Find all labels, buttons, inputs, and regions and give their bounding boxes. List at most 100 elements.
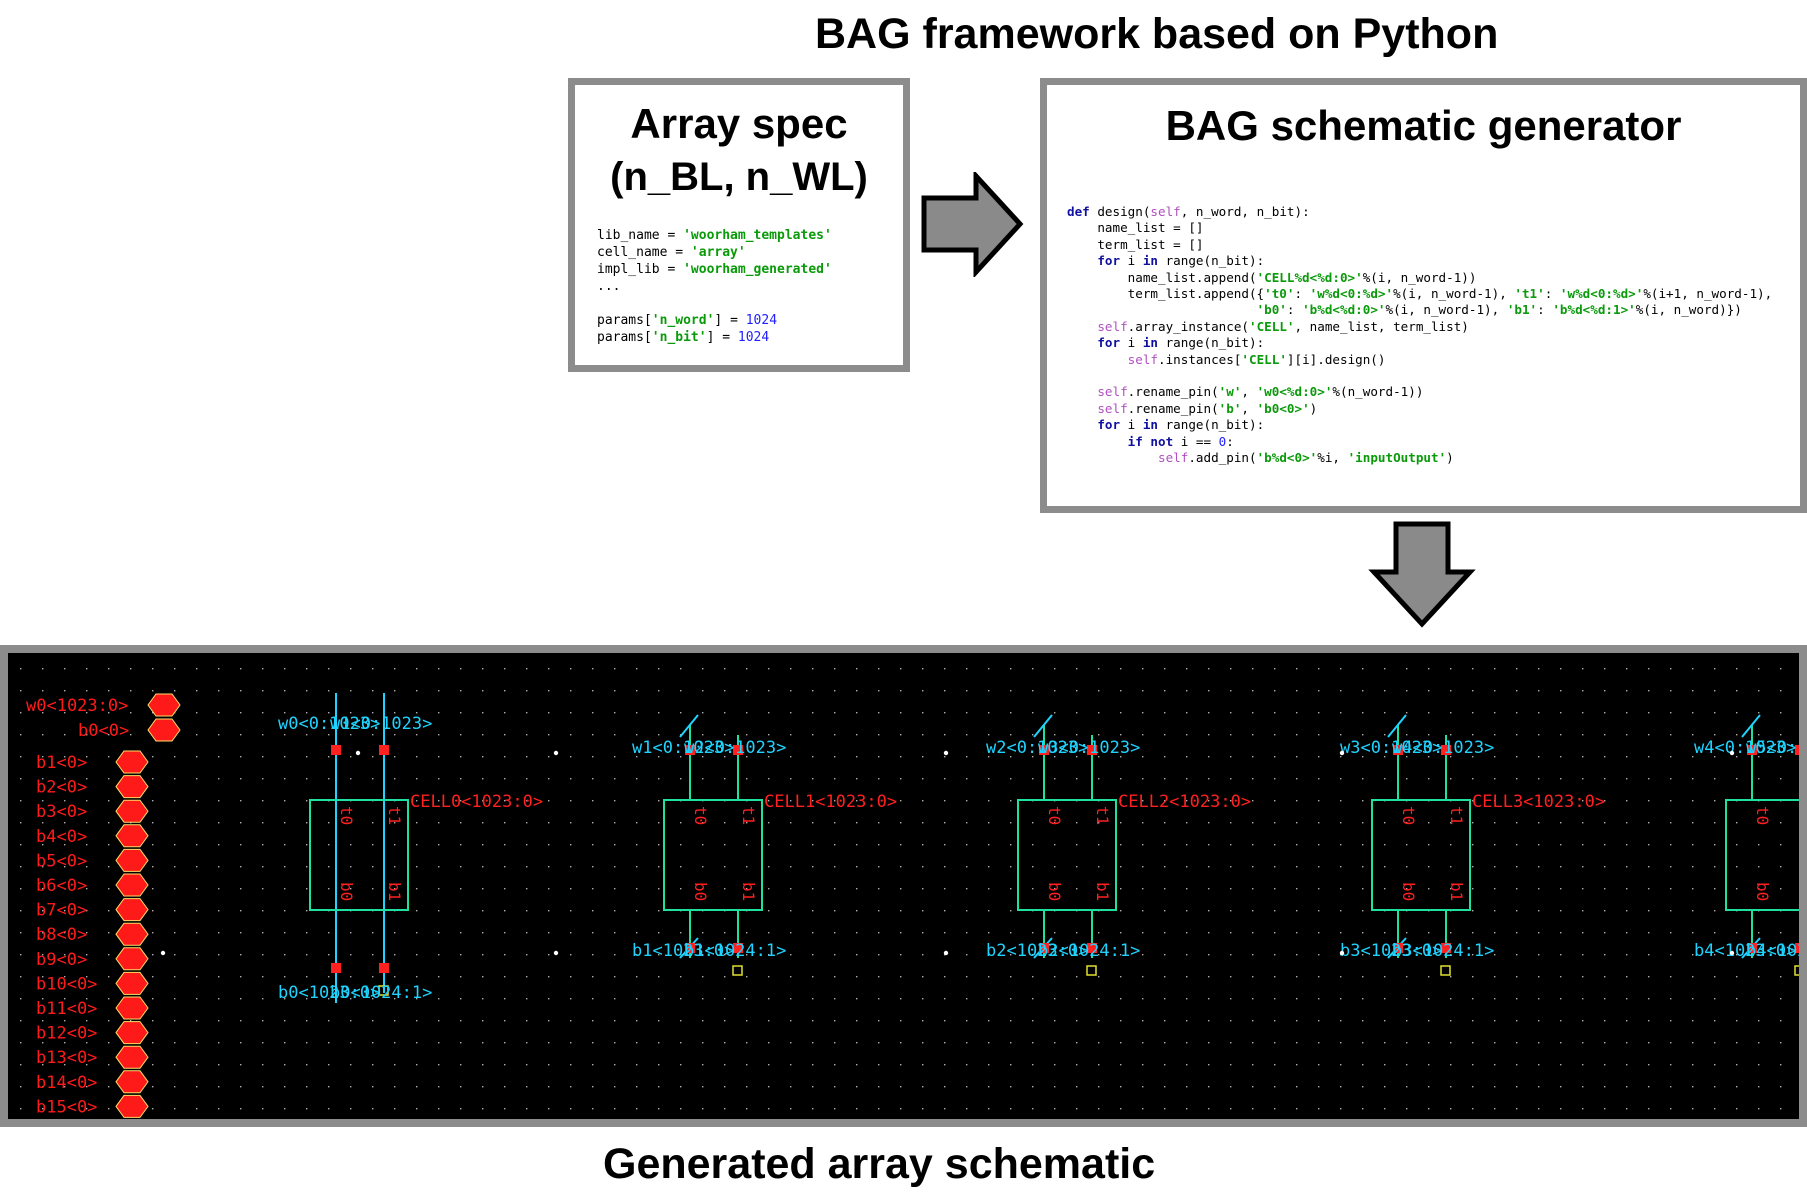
grid-dot (20, 668, 22, 670)
grid-dot (1626, 844, 1628, 846)
pin-label: b10<0> (36, 974, 97, 994)
grid-dot (900, 998, 902, 1000)
grid-dot (460, 668, 462, 670)
connection-point (379, 745, 389, 755)
terminal-label: t0 (1045, 806, 1064, 825)
terminal-marker (378, 985, 389, 996)
grid-dot (1076, 866, 1078, 868)
grid-dot (1076, 756, 1078, 758)
grid-dot (240, 800, 242, 802)
grid-dot (1626, 1020, 1628, 1022)
grid-dot (1670, 866, 1672, 868)
grid-dot (1736, 1064, 1738, 1066)
net-wire (1033, 714, 1053, 738)
grid-dot (680, 1042, 682, 1044)
grid-dot (152, 1042, 154, 1044)
grid-dot (680, 1020, 682, 1022)
grid-dot (1450, 822, 1452, 824)
grid-dot (724, 844, 726, 846)
grid-dot (1340, 1086, 1342, 1088)
grid-dot (1736, 822, 1738, 824)
pin-label: b0<0> (78, 721, 129, 741)
grid-dot (702, 1020, 704, 1022)
grid-dot (218, 1042, 220, 1044)
grid-dot (922, 778, 924, 780)
grid-dot (1538, 1020, 1540, 1022)
grid-dot (1032, 1108, 1034, 1110)
grid-dot (1340, 778, 1342, 780)
connection-point (1039, 943, 1049, 953)
grid-dot (20, 1064, 22, 1066)
grid-dot (1296, 712, 1298, 714)
pin-label: b15<0> (36, 1097, 97, 1117)
grid-dot (1626, 734, 1628, 736)
grid-dot (306, 976, 308, 978)
grid-dot (1296, 1064, 1298, 1066)
grid-dot (526, 888, 528, 890)
grid-dot (790, 866, 792, 868)
grid-dot (1648, 1086, 1650, 1088)
grid-dot (1318, 976, 1320, 978)
grid-dot (284, 1020, 286, 1022)
grid-dot (614, 1020, 616, 1022)
grid-dot (240, 668, 242, 670)
grid-dot (1648, 954, 1650, 956)
grid-dot (658, 1108, 660, 1110)
grid-dot (438, 866, 440, 868)
grid-dot (1054, 734, 1056, 736)
net-label: b2<1023:0> (986, 941, 1088, 961)
grid-dot (614, 1108, 616, 1110)
grid-dot (1626, 888, 1628, 890)
grid-dot (1164, 888, 1166, 890)
grid-dot (724, 888, 726, 890)
grid-dot (900, 778, 902, 780)
grid-dot (1582, 866, 1584, 868)
grid-dot (152, 844, 154, 846)
terminal-label: b1 (385, 882, 404, 901)
grid-dot (1384, 932, 1386, 934)
grid-dot (1340, 1108, 1342, 1110)
grid-dot (372, 866, 374, 868)
grid-dot (1648, 888, 1650, 890)
grid-dot (1186, 1042, 1188, 1044)
grid-dot (1208, 866, 1210, 868)
grid-dot (416, 778, 418, 780)
grid-dot (1208, 712, 1210, 714)
grid-dot (1076, 932, 1078, 934)
grid-dot (1252, 910, 1254, 912)
grid-dot (394, 1086, 396, 1088)
grid-dot (1076, 954, 1078, 956)
grid-dot (504, 712, 506, 714)
grid-dot (548, 998, 550, 1000)
grid-dot (944, 1020, 946, 1022)
grid-dot (768, 1064, 770, 1066)
grid-dot (1406, 734, 1408, 736)
grid-dot (1120, 954, 1122, 956)
grid-dot (1054, 976, 1056, 978)
grid-dot (1670, 1020, 1672, 1022)
terminal-marker (732, 965, 743, 976)
grid-dot (1406, 756, 1408, 758)
grid-dot (1428, 690, 1430, 692)
grid-dot (1428, 954, 1430, 956)
grid-dot (856, 910, 858, 912)
grid-dot (878, 910, 880, 912)
grid-dot (702, 756, 704, 758)
pin-icon (115, 971, 149, 995)
grid-dot (1384, 1108, 1386, 1110)
grid-dot (702, 932, 704, 934)
grid-dot (1252, 778, 1254, 780)
grid-dot (1604, 888, 1606, 890)
connection-point (1087, 943, 1097, 953)
grid-dot (218, 756, 220, 758)
grid-dot (790, 800, 792, 802)
grid-dot (350, 998, 352, 1000)
grid-dot (922, 1042, 924, 1044)
grid-dot (526, 1108, 528, 1110)
grid-dot (768, 668, 770, 670)
grid-dot (306, 1020, 308, 1022)
grid-dot (636, 1108, 638, 1110)
grid-dot (1604, 756, 1606, 758)
terminal-marker (1794, 965, 1799, 976)
grid-dot (680, 888, 682, 890)
